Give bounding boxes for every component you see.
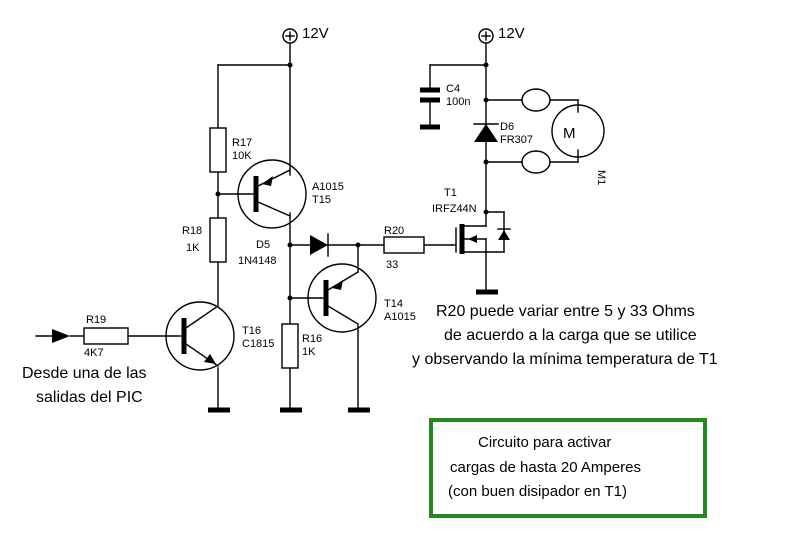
t14-ref: T14: [384, 298, 403, 310]
resistor-r17: R17 10K: [209, 127, 252, 173]
r16-ref: R16: [302, 333, 322, 345]
r20-ref: R20: [384, 225, 404, 237]
supply-12v-right: 12V: [478, 25, 525, 44]
r20-value: 33: [386, 259, 398, 271]
motor-symbol: M: [563, 125, 576, 142]
resistor-r20: R20 33: [383, 225, 425, 271]
mosfet-t1: T1 IRFZ44N: [432, 187, 511, 265]
t14-type: A1015: [384, 311, 416, 323]
t16-type: C1815: [242, 338, 274, 350]
t15-ref: T15: [312, 194, 331, 206]
wiring-left: [69, 42, 453, 409]
r17-ref: R17: [232, 137, 252, 149]
resistor-r16: R16 1K: [281, 323, 322, 369]
capacitor-c4: C4 100n: [420, 83, 470, 130]
ground-bar-icon: [208, 289, 498, 413]
t16-ref: T16: [242, 325, 261, 337]
motor-m1: M M1: [521, 88, 607, 185]
d6-type: FR307: [500, 134, 533, 146]
resistor-r19: R19 4K7: [83, 314, 129, 359]
diode-d5: D5 1N4148: [238, 233, 329, 267]
c4-ref: C4: [446, 83, 460, 95]
supply-left-label: 12V: [302, 25, 329, 42]
t15-type: A1015: [312, 181, 344, 193]
note-line1: R20 puede variar entre 5 y 33 Ohms: [436, 303, 695, 320]
c4-value: 100n: [446, 96, 470, 108]
resistor-r18: R18 1K: [182, 217, 227, 263]
transistor-t14: T14 A1015: [307, 263, 416, 333]
transistor-t16: T16 C1815: [165, 301, 274, 371]
r16-value: 1K: [302, 346, 316, 358]
supply-right-label: 12V: [498, 25, 525, 42]
supply-12v-left: 12V: [282, 25, 329, 44]
d5-type: 1N4148: [238, 255, 277, 267]
m1-ref: M1: [595, 170, 607, 185]
info-box: Circuito para activar cargas de hasta 20…: [429, 418, 707, 518]
input-label-line1: Desde una de las: [22, 365, 147, 382]
note-line3: y observando la mínima temperatura de T1: [412, 351, 718, 368]
d5-ref: D5: [256, 239, 270, 251]
r18-ref: R18: [182, 225, 202, 237]
box-line3: (con buen disipador en T1): [448, 483, 627, 500]
d6-ref: D6: [500, 121, 514, 133]
t1-type: IRFZ44N: [432, 203, 477, 215]
arrow-right-icon: [35, 329, 70, 343]
diode-d6: D6 FR307: [473, 121, 533, 146]
t1-ref: T1: [444, 187, 457, 199]
input-label-line2: salidas del PIC: [36, 389, 143, 406]
r17-value: 10K: [232, 150, 252, 162]
box-line1: Circuito para activar: [478, 434, 611, 451]
transistor-t15: A1015 T15: [237, 159, 344, 229]
note-line2: de acuerdo a la carga que se utilice: [444, 327, 697, 344]
r18-value: 1K: [186, 242, 200, 254]
r19-ref: R19: [86, 314, 106, 326]
box-line2: cargas de hasta 20 Amperes: [450, 459, 641, 476]
connector-top: [521, 88, 551, 112]
connector-bottom: [521, 150, 551, 174]
wiring-right: [429, 42, 579, 291]
r19-value: 4K7: [84, 347, 104, 359]
